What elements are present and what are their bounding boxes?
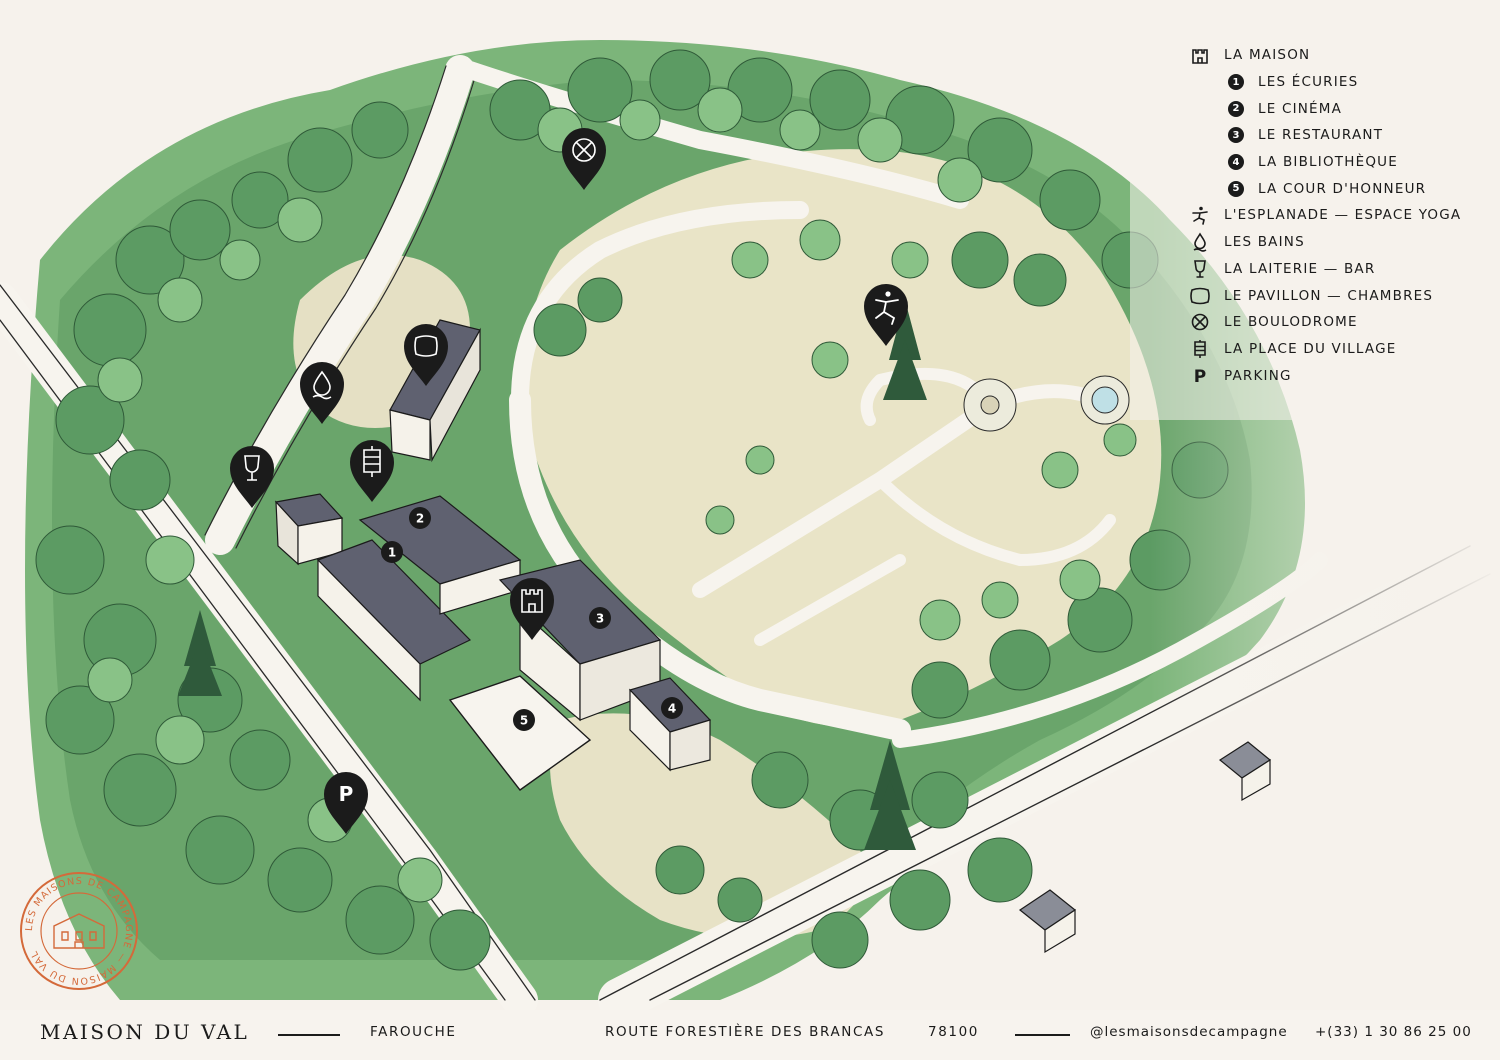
- footer-postcode: 78100: [928, 1024, 979, 1040]
- legend-item-11[interactable]: LE BOULODROME: [1188, 309, 1478, 336]
- legend-label: LE PAVILLON — CHAMBRES: [1224, 287, 1434, 304]
- legend-item-5[interactable]: 4 LA BIBLIOTHÈQUE: [1188, 149, 1478, 176]
- legend-number-badge: 2: [1228, 100, 1244, 117]
- water-drop-icon: [312, 370, 332, 400]
- yoga-icon: [875, 291, 899, 325]
- legend-item-9[interactable]: LA LAITERIE — BAR: [1188, 256, 1478, 283]
- roundabouts: [963, 375, 1130, 432]
- pin-place-village[interactable]: [350, 440, 394, 502]
- pin-pavillon[interactable]: [404, 324, 448, 386]
- yoga-icon: [1188, 204, 1212, 226]
- wine-glass-icon: [244, 455, 260, 481]
- marker-n4[interactable]: 4: [661, 697, 683, 719]
- legend-item-3[interactable]: 2 LE CINÉMA: [1188, 95, 1478, 122]
- pin-laiterie[interactable]: [230, 446, 274, 508]
- legend-item-7[interactable]: L'ESPLANADE — ESPACE YOGA: [1188, 202, 1478, 229]
- legend-label: LES ÉCURIES: [1258, 74, 1359, 91]
- wine-glass-icon: [1188, 258, 1212, 280]
- lantern-icon: [363, 446, 381, 477]
- pin-parking[interactable]: P: [324, 772, 368, 834]
- number-2-icon: 2: [1224, 98, 1248, 120]
- legend-number-badge: 1: [1228, 74, 1244, 91]
- number-4-icon: 4: [1224, 151, 1248, 173]
- footer-road: ROUTE FORESTIÈRE DES BRANCAS: [605, 1024, 886, 1040]
- pin-boulodrome[interactable]: [562, 128, 606, 190]
- number-5-icon: 5: [1224, 178, 1248, 200]
- marker-n4-label: 4: [668, 702, 676, 716]
- marker-n3-label: 3: [596, 612, 604, 626]
- marker-n5[interactable]: 5: [513, 709, 535, 731]
- map-legend: LA MAISON 1 LES ÉCURIES 2 LE CINÉMA 3 LE RESTA…: [1188, 42, 1478, 389]
- petanque-icon: [572, 138, 596, 162]
- buildings: [274, 319, 1272, 954]
- footer: MAISON DU VAL FAROUCHE ROUTE FORESTIÈRE …: [0, 1010, 1500, 1060]
- estate-map[interactable]: 1 2 3 4 5: [0, 0, 1500, 1010]
- legend-label: LES BAINS: [1224, 234, 1305, 251]
- number-3-icon: 3: [1224, 124, 1248, 146]
- footer-brand: MAISON DU VAL: [40, 1020, 250, 1044]
- brand-stamp: LES MAISONS DE CAMPAGNE — MAISON DU VAL: [20, 872, 138, 990]
- marker-n2-label: 2: [416, 512, 424, 526]
- number-1-icon: 1: [1224, 71, 1248, 93]
- legend-label: LA BIBLIOTHÈQUE: [1258, 154, 1398, 171]
- svg-text:P: P: [1194, 367, 1206, 386]
- legend-label: PARKING: [1224, 367, 1292, 384]
- footer-divider-2: [1015, 1034, 1070, 1036]
- petanque-icon: [1188, 311, 1212, 333]
- pin-la-maison[interactable]: [510, 578, 554, 640]
- legend-label: LE CINÉMA: [1258, 100, 1343, 117]
- marker-n1[interactable]: 1: [381, 541, 403, 563]
- water-drop-icon: [1188, 231, 1212, 253]
- legend-label: LA PLACE DU VILLAGE: [1224, 340, 1397, 357]
- parking-icon: P: [1188, 365, 1212, 387]
- legend-label: LE RESTAURANT: [1258, 127, 1384, 144]
- legend-item-12[interactable]: LA PLACE DU VILLAGE: [1188, 336, 1478, 363]
- castle-icon: [521, 589, 543, 613]
- legend-label: L'ESPLANADE — ESPACE YOGA: [1224, 207, 1462, 224]
- legend-item-4[interactable]: 3 LE RESTAURANT: [1188, 122, 1478, 149]
- legend-label: LA LAITERIE — BAR: [1224, 260, 1376, 277]
- cour-honneur-courtyard: [448, 675, 592, 791]
- legend-number-badge: 5: [1228, 180, 1244, 197]
- lantern-icon: [1188, 338, 1212, 360]
- marker-n1-label: 1: [388, 546, 396, 560]
- legend-item-1[interactable]: LA MAISON: [1188, 42, 1478, 69]
- legend-label: LA MAISON: [1224, 47, 1311, 64]
- marker-n5-label: 5: [520, 714, 528, 728]
- legend-label: LE BOULODROME: [1224, 314, 1358, 331]
- pin-yoga[interactable]: [864, 284, 908, 346]
- legend-label: LA COUR D'HONNEUR: [1258, 180, 1427, 197]
- legend-item-13[interactable]: P PARKING: [1188, 362, 1478, 389]
- stamp-house-icon: [53, 913, 105, 949]
- footer-social-link[interactable]: @lesmaisonsdecampagne: [1090, 1024, 1288, 1040]
- pillow-icon: [414, 335, 438, 357]
- legend-backdrop: [1130, 0, 1500, 420]
- legend-item-6[interactable]: 5 LA COUR D'HONNEUR: [1188, 175, 1478, 202]
- marker-n2[interactable]: 2: [409, 507, 431, 529]
- pin-bains[interactable]: [300, 362, 344, 424]
- legend-number-badge: 4: [1228, 154, 1244, 171]
- legend-item-10[interactable]: LE PAVILLON — CHAMBRES: [1188, 282, 1478, 309]
- parking-icon: P: [339, 782, 354, 806]
- marker-n3[interactable]: 3: [589, 607, 611, 629]
- castle-icon: [1188, 44, 1212, 66]
- pillow-icon: [1188, 285, 1212, 307]
- legend-item-2[interactable]: 1 LES ÉCURIES: [1188, 69, 1478, 96]
- footer-divider-1: [278, 1034, 340, 1036]
- footer-place: FAROUCHE: [370, 1024, 457, 1040]
- legend-number-badge: 3: [1228, 127, 1244, 144]
- footer-phone-link[interactable]: +(33) 1 30 86 25 00: [1315, 1024, 1472, 1040]
- legend-item-8[interactable]: LES BAINS: [1188, 229, 1478, 256]
